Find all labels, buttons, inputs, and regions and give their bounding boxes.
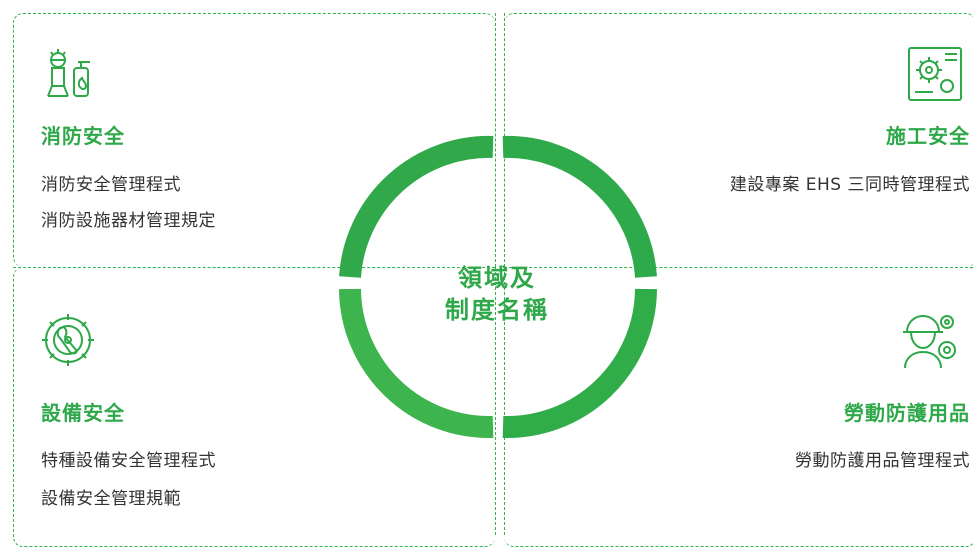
equipment-gear-wrench-icon xyxy=(38,310,98,370)
equipment-safety-item-1: 特種設備安全管理程式 xyxy=(41,451,216,471)
quadrant-construction-frame xyxy=(504,13,973,267)
quadrant-fire-frame xyxy=(13,13,495,267)
divider-bottom-right xyxy=(504,267,505,535)
equipment-safety-title: 設備安全 xyxy=(41,401,125,425)
worker-helmet-icon xyxy=(899,310,959,370)
fire-safety-item-1: 消防安全管理程式 xyxy=(41,175,181,195)
equipment-safety-item-2: 設備安全管理規範 xyxy=(41,489,181,509)
ppe-item-1: 勞動防護用品管理程式 xyxy=(795,451,970,471)
center-label-line1: 領域及 xyxy=(458,264,536,292)
construction-gear-icon xyxy=(905,44,965,104)
center-ring xyxy=(339,135,657,439)
fire-safety-item-2: 消防設施器材管理規定 xyxy=(41,211,216,231)
ring-segment-top-left xyxy=(339,135,494,278)
divider-bottom-left xyxy=(495,267,496,535)
fire-safety-icon xyxy=(38,44,98,104)
construction-safety-title: 施工安全 xyxy=(886,124,970,148)
ring-segment-bottom-right xyxy=(502,288,657,439)
ppe-title: 勞動防護用品 xyxy=(844,401,970,425)
construction-safety-item-1: 建設專案 EHS 三同時管理程式 xyxy=(729,175,970,195)
divider-right xyxy=(504,267,973,268)
divider-top-left xyxy=(495,13,496,267)
ring-segment-bottom-left xyxy=(339,288,494,439)
center-label-line2: 制度名稱 xyxy=(445,296,549,324)
divider-left xyxy=(13,267,495,268)
ring-segment-top-right xyxy=(502,135,657,278)
fire-safety-title: 消防安全 xyxy=(41,124,125,148)
